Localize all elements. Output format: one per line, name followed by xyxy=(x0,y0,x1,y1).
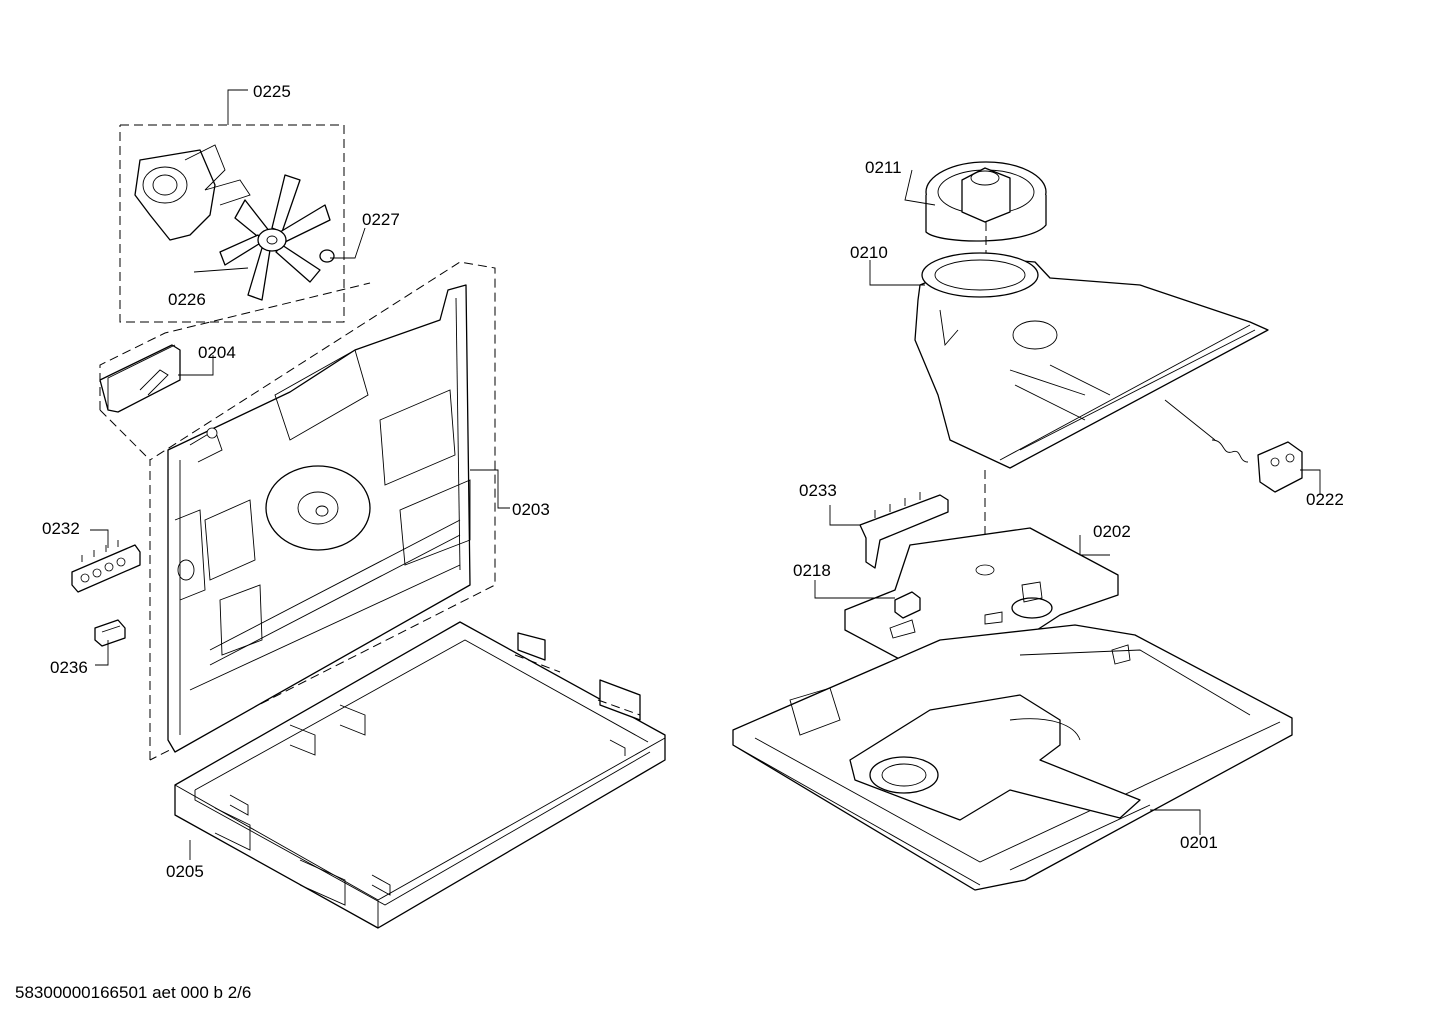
blower-wheel-0211 xyxy=(925,161,1047,305)
label-0203: 0203 xyxy=(512,500,550,519)
footer-reference: 58300000166501 aet 000 b 2/6 xyxy=(15,983,251,1002)
bracket-0204-outline xyxy=(99,282,371,410)
fan-motor-group-0225 xyxy=(119,124,345,323)
label-0232: 0232 xyxy=(42,519,80,538)
label-0227: 0227 xyxy=(362,210,400,229)
label-0236: 0236 xyxy=(50,658,88,677)
label-0210: 0210 xyxy=(850,243,888,262)
label-0233: 0233 xyxy=(799,481,837,500)
leader-lines xyxy=(90,89,1321,860)
terminal-block-0232 xyxy=(71,540,141,593)
label-0222: 0222 xyxy=(1306,490,1344,509)
back-panel-0203 xyxy=(167,284,471,753)
label-0211: 0211 xyxy=(865,158,902,177)
bottom-tray-0205 xyxy=(174,621,666,929)
base-plate-0201 xyxy=(732,624,1293,891)
bracket-0204 xyxy=(99,344,181,413)
label-0218: 0218 xyxy=(793,561,831,580)
label-0202: 0202 xyxy=(1093,522,1131,541)
fan-wheel xyxy=(219,174,331,301)
label-0226: 0226 xyxy=(168,290,206,309)
label-0201: 0201 xyxy=(1180,833,1218,852)
connector-0236 xyxy=(94,619,126,647)
part-0218 xyxy=(894,591,921,619)
thermostat-0222 xyxy=(1164,399,1303,493)
label-0204: 0204 xyxy=(198,343,236,362)
back-panel-outline xyxy=(149,261,496,761)
label-0225: 0225 xyxy=(253,82,291,101)
bracket-0233 xyxy=(859,492,949,569)
air-duct-0210 xyxy=(914,252,1269,565)
label-0205: 0205 xyxy=(166,862,204,881)
